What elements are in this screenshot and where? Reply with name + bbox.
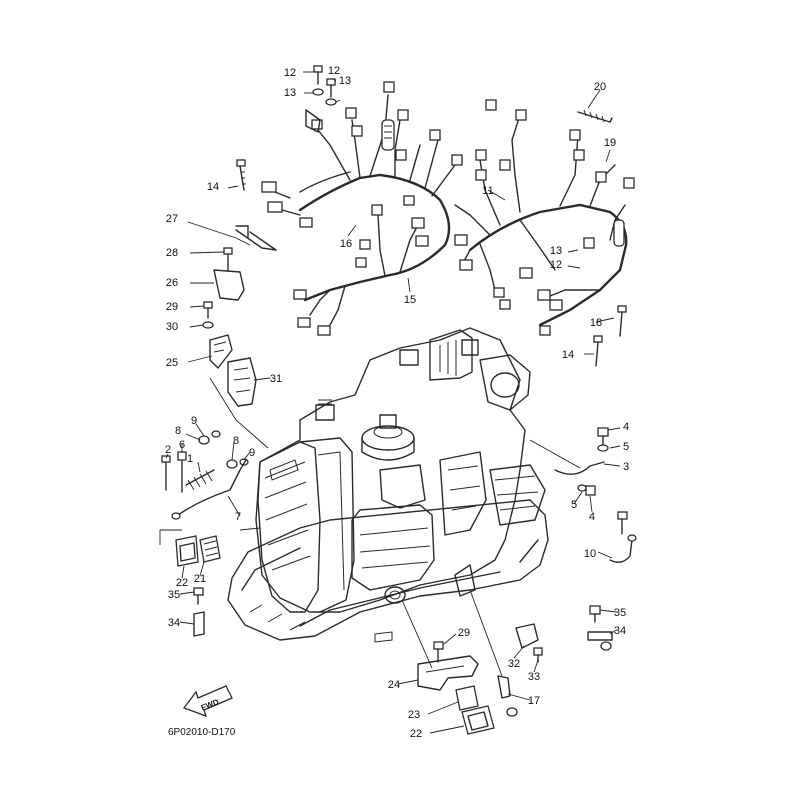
drawing-code: 6P02010-D170 [168,727,236,738]
callout-14: 14 [562,349,574,361]
callout-25: 25 [166,357,178,369]
callout-21: 21 [194,573,206,585]
callout-5: 5 [571,499,577,511]
connector-set-15 [261,81,463,336]
callout-10: 10 [584,548,596,560]
callout-5: 5 [623,441,629,453]
callout-1: 1 [187,453,193,465]
callout-19: 19 [604,137,616,149]
parts-lower-left [175,535,221,637]
callout-9: 9 [191,415,197,427]
callout-11: 11 [482,185,493,197]
callout-34: 34 [168,617,180,629]
callout-33: 33 [528,671,540,683]
callout-35: 35 [614,607,626,619]
callout-16: 16 [340,238,352,250]
callout-17: 17 [528,695,540,707]
callout-22: 22 [176,577,188,589]
callout-13: 13 [550,245,562,257]
callout-29: 29 [166,301,178,313]
callout-12: 12 [550,259,562,271]
callout-30: 30 [166,321,178,333]
wire-harness-11 [454,114,628,327]
parts-right [554,427,637,651]
callout-8: 8 [175,425,181,437]
callout-6: 6 [179,439,185,451]
callout-13: 13 [284,87,296,99]
callout-18: 18 [590,317,602,329]
callout-32: 32 [508,658,520,670]
callout-23: 23 [408,709,420,721]
callout-13: 13 [339,75,351,87]
small-parts-left [161,430,249,520]
callout-4: 4 [623,421,629,433]
callout-8: 8 [233,435,239,447]
callout-22: 22 [410,728,422,740]
callout-14: 14 [207,181,219,193]
fasteners-right [577,109,627,367]
callout-24: 24 [388,679,400,691]
callout-2: 2 [165,444,171,456]
wire-harness-15 [269,94,456,326]
fasteners-upper [236,65,337,191]
callout-9: 9 [249,447,255,459]
callout-29: 29 [458,627,470,639]
callout-28: 28 [166,247,178,259]
parts-bottom-center [417,623,543,735]
callout-31: 31 [270,373,282,385]
callout-27: 27 [166,213,178,225]
leader-lines [159,71,621,734]
fwd-arrow: FWD [182,685,233,718]
callout-12: 12 [284,67,296,79]
callout-4: 4 [589,511,595,523]
callout-34: 34 [614,625,626,637]
callout-26: 26 [166,277,178,289]
callout-7: 7 [235,511,241,523]
callout-3: 3 [623,461,629,473]
callout-20: 20 [594,81,606,93]
callout-15: 15 [404,294,416,306]
callout-12: 12 [328,65,340,77]
engine-assembly [227,327,549,643]
callout-35: 35 [168,589,180,601]
connector-set-11 [454,99,635,336]
